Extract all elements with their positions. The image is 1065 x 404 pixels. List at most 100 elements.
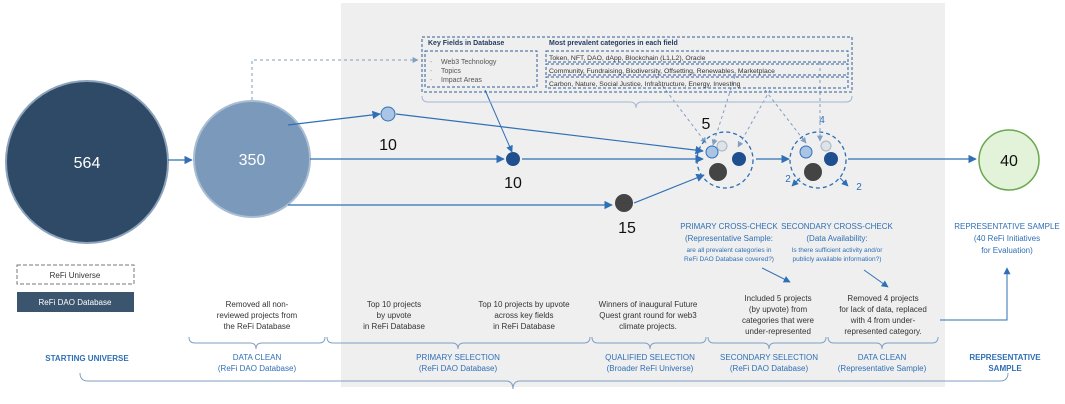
stage-sub: (ReFi DAO Database) bbox=[419, 364, 498, 373]
legend-universe-swatch bbox=[16, 264, 135, 285]
desc-line: Top 10 projects by upvote bbox=[478, 300, 570, 309]
desc-line: Removed all non- bbox=[226, 300, 289, 309]
representative-sample-circle bbox=[978, 129, 1040, 191]
sample-title: REPRESENTATIVE SAMPLE bbox=[954, 222, 1060, 231]
secondary-out-arrow bbox=[791, 177, 801, 187]
field-pointer bbox=[737, 89, 771, 148]
primary-check-title: PRIMARY CROSS-CHECK bbox=[680, 222, 778, 231]
primary-check-sub: (Representative Sample: bbox=[685, 234, 773, 243]
legend-database-swatch bbox=[17, 292, 134, 312]
key-field-item: Impact Areas bbox=[441, 77, 482, 84]
stage-bracket bbox=[591, 336, 707, 350]
secondary-out-arrow bbox=[839, 177, 849, 187]
secondary-check-title: SECONDARY CROSS-CHECK bbox=[781, 222, 893, 231]
desc-clean: Removed all non- reviewed projects from … bbox=[217, 300, 298, 331]
selection-panel bbox=[341, 3, 945, 387]
legend-universe-label: ReFi Universe bbox=[50, 271, 101, 280]
flow-arrow bbox=[395, 113, 704, 155]
secondary-out-right-count: 2 bbox=[856, 182, 862, 193]
field-pointer bbox=[711, 75, 736, 146]
secondary-cluster bbox=[789, 131, 847, 189]
prevalent-row: Token, NFT, DAO, dApp, Blockchain (L1,L2… bbox=[549, 55, 706, 62]
desc-removed: Removed 4 projects for lack of data, rep… bbox=[839, 294, 927, 336]
key-fields-title: Key Fields in Database bbox=[428, 40, 504, 47]
desc-line: Included 5 projects bbox=[744, 294, 811, 303]
desc-line: Winners of inaugural Future bbox=[599, 300, 698, 309]
stage-brackets bbox=[79, 336, 1009, 390]
prevalent-row-box bbox=[545, 76, 849, 89]
primary-check-sub: are all prevalent categories in bbox=[687, 247, 772, 254]
desc-top-db: Top 10 projects by upvote in ReFi Databa… bbox=[363, 300, 425, 331]
upvote-fields-dot bbox=[506, 152, 520, 166]
stage-starting: STARTING UNIVERSE bbox=[45, 354, 129, 363]
desc-winners: Winners of inaugural Future Quest grant … bbox=[599, 300, 698, 331]
desc-top-fields: Top 10 projects by upvote across key fie… bbox=[478, 300, 570, 331]
desc-line: Quest grant round for web3 bbox=[599, 311, 697, 320]
stage-sub: (Representative Sample) bbox=[838, 364, 927, 373]
cluster-dot-navy bbox=[824, 152, 838, 166]
stage-representative: REPRESENTATIVE bbox=[969, 353, 1041, 362]
stage-bracket bbox=[707, 336, 827, 350]
flow-arrow bbox=[863, 269, 889, 288]
key-fields-box bbox=[424, 50, 538, 88]
desc-line: Removed 4 projects bbox=[847, 294, 918, 303]
database-callout-frame bbox=[421, 36, 853, 93]
field-pointer bbox=[484, 89, 513, 153]
cluster-dot-light bbox=[799, 145, 813, 159]
stage-bracket bbox=[326, 336, 591, 350]
prevalent-row-box bbox=[545, 50, 849, 63]
flow-arrow bbox=[940, 267, 1011, 321]
upvote-fields-count: 10 bbox=[504, 175, 522, 192]
starting-universe-circle bbox=[5, 80, 169, 244]
primary-cluster bbox=[696, 131, 754, 189]
desc-line: represented category. bbox=[844, 327, 921, 336]
key-field-item: Topics bbox=[441, 68, 461, 75]
desc-line: Top 10 projects bbox=[367, 300, 421, 309]
stage-label: DATA CLEAN bbox=[858, 353, 907, 362]
desc-line: (by upvote) from bbox=[749, 305, 808, 314]
cluster-dot-pale bbox=[820, 140, 832, 152]
flow-arrow bbox=[761, 267, 791, 283]
bullet-dash: - bbox=[430, 59, 433, 66]
cluster-dot-grey bbox=[709, 163, 727, 181]
secondary-check-sub: publicly available information?) bbox=[793, 256, 882, 263]
field-pointer bbox=[764, 89, 807, 144]
prevalent-row: Community, Fundraising, Biodiversity, Of… bbox=[549, 68, 775, 75]
stage-bracket bbox=[827, 336, 939, 350]
bullet-dash: - bbox=[430, 77, 433, 84]
stage-sub: (Broader ReFi Universe) bbox=[607, 364, 694, 373]
cluster-dot-light bbox=[705, 145, 719, 159]
primary-check-sub: ReFi DAO Database covered?) bbox=[684, 256, 774, 263]
desc-line: reviewed projects from bbox=[217, 311, 298, 320]
stage-label: SECONDARY SELECTION bbox=[720, 353, 818, 362]
field-pointer bbox=[654, 75, 707, 144]
starting-count: 564 bbox=[74, 155, 101, 172]
stage-label: DATA CLEAN bbox=[233, 353, 282, 362]
desc-line: with 4 from under- bbox=[850, 316, 916, 325]
desc-included: Included 5 projects (by upvote) from cat… bbox=[742, 294, 815, 336]
secondary-out-left-count: 2 bbox=[785, 174, 791, 185]
timeline-bracket bbox=[79, 372, 1009, 390]
stage-label: QUALIFIED SELECTION bbox=[605, 353, 695, 362]
desc-line: across key fields bbox=[494, 311, 553, 320]
flow-arrow bbox=[287, 110, 381, 126]
key-field-item: Web3 Technology bbox=[441, 59, 497, 66]
secondary-add-count: 4 bbox=[819, 115, 825, 126]
stage-bracket bbox=[188, 336, 326, 350]
flow-arrow bbox=[633, 173, 705, 204]
stage-label: PRIMARY SELECTION bbox=[416, 353, 500, 362]
cluster-dot-navy bbox=[732, 152, 746, 166]
upvote-db-count: 10 bbox=[379, 137, 397, 154]
desc-line: climate projects. bbox=[619, 322, 677, 331]
prevalent-row: Carbon, Nature, Social Justice, Infrastr… bbox=[549, 81, 741, 88]
winners-dot bbox=[615, 194, 633, 212]
secondary-check-sub: Is there sufficient activity and/or bbox=[792, 247, 884, 254]
desc-line: for lack of data, replaced bbox=[839, 305, 927, 314]
desc-line: by upvote bbox=[377, 311, 412, 320]
cluster-dot-pale bbox=[716, 140, 728, 152]
prevalent-row-box bbox=[545, 63, 849, 76]
sample-title: (40 ReFi Initiatives bbox=[974, 234, 1040, 243]
stage-representative: SAMPLE bbox=[988, 364, 1022, 373]
desc-line: in ReFi Database bbox=[363, 322, 425, 331]
